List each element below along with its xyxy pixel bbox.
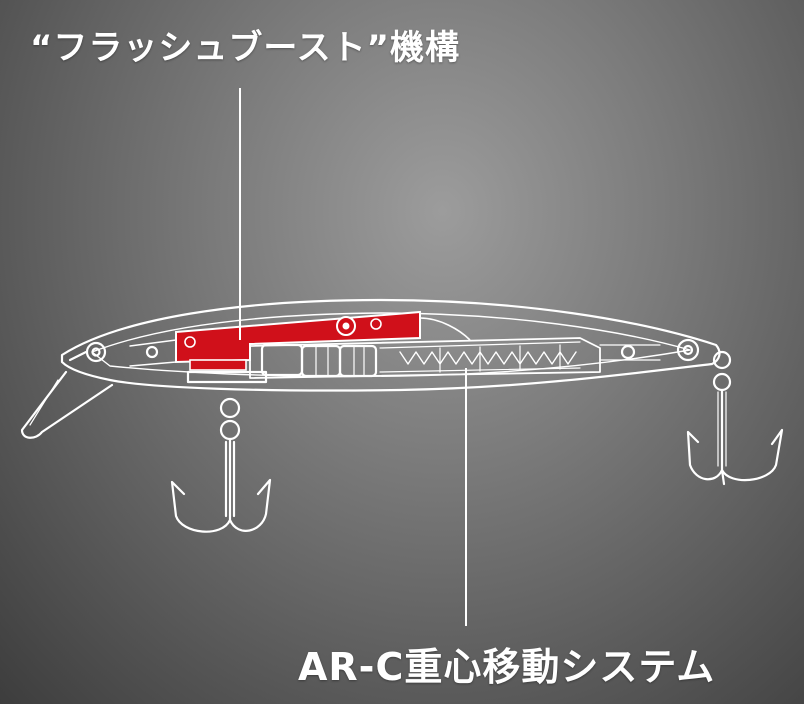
lure-body-outline xyxy=(60,298,721,392)
nose-line-tie xyxy=(85,341,107,363)
spring-coil xyxy=(399,351,577,365)
flash-boost-label: “フラッシュブースト”機構 xyxy=(30,28,460,68)
rear-magnet xyxy=(620,344,636,360)
weight-ball xyxy=(260,343,304,377)
flash-boost-plate-lower xyxy=(189,359,247,371)
belly-treble-hook xyxy=(170,438,272,533)
rear-treble-hook xyxy=(686,388,784,486)
arc-system-label: AR-C重心移動システム xyxy=(298,645,716,689)
belly-hanger xyxy=(186,370,268,384)
tail-eye xyxy=(676,338,700,362)
lure-lip xyxy=(20,370,114,439)
weight-ball xyxy=(338,344,378,378)
weight-ball xyxy=(300,344,342,378)
flash-boost-plate xyxy=(175,310,421,364)
rear-split-ring xyxy=(712,350,732,370)
